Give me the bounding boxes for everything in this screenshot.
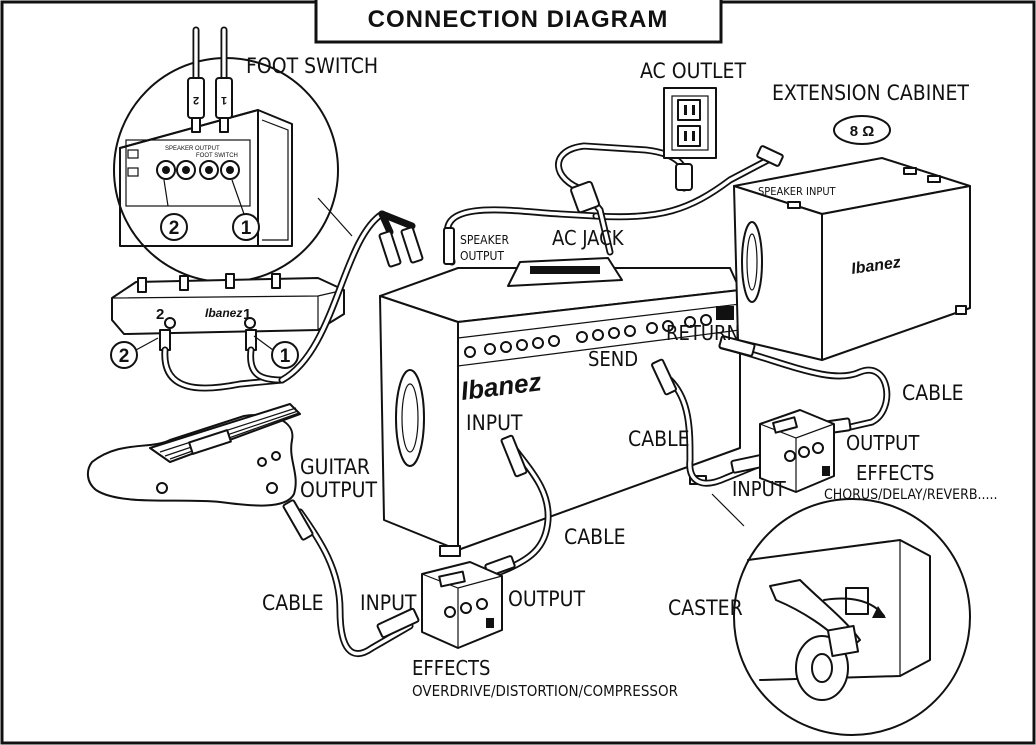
- extension-cabinet-label: EXTENSION CABINET: [772, 81, 969, 105]
- effects-top-title: EFFECTS: [856, 461, 934, 485]
- output-effects-bottom-label: OUTPUT: [508, 587, 585, 611]
- caster-zoom-line: [711, 493, 745, 527]
- ac-outlet-label: AC OUTLET: [640, 59, 746, 83]
- ac-jack-label: AC JACK: [552, 226, 625, 250]
- amp-knobs: [464, 306, 734, 358]
- guitar-cable: [282, 499, 420, 658]
- foot-switch-detail-circle: SPEAKER OUTPUT FOOT SWITCH 2 1 2 1: [113, 26, 339, 283]
- pedal-number-1: 1: [280, 346, 291, 367]
- detail-number-2: 2: [169, 218, 180, 239]
- foot-switch-pedal: Ibanez 2 1 2 1: [110, 210, 386, 392]
- pedal-brand: Ibanez: [205, 306, 242, 320]
- cable-amp-input-label: CABLE: [564, 525, 626, 549]
- return-label: RETURN: [666, 321, 740, 345]
- cable-return-label: CABLE: [902, 381, 964, 405]
- guitar-output-label-line2: OUTPUT: [300, 478, 377, 502]
- effects-pedal-top: [759, 409, 835, 493]
- amplifier: Ibanez: [379, 257, 741, 557]
- speaker-output-cable: [443, 145, 784, 266]
- pedal-jack-1-label: 1: [243, 306, 251, 323]
- detail-zoom-line: [317, 197, 353, 237]
- plug-2-marker: 2: [193, 94, 199, 106]
- panel-foot-switch-label: FOOT SWITCH: [196, 153, 238, 159]
- amp-input-cable: [484, 434, 552, 577]
- electric-guitar: [86, 403, 301, 507]
- fx-loop-cables: [651, 335, 891, 487]
- effects-bottom-title: EFFECTS: [412, 656, 490, 680]
- panel-speaker-output-label: SPEAKER OUTPUT: [165, 146, 220, 152]
- speaker-output-label-line1: SPEAKER: [460, 233, 509, 247]
- plug-1-marker: 1: [221, 94, 227, 106]
- impedance-badge: 8 Ω: [833, 115, 891, 145]
- detail-number-1: 1: [241, 218, 252, 239]
- send-label: SEND: [588, 347, 638, 371]
- speaker-input-label: SPEAKER INPUT: [758, 185, 837, 198]
- guitar-output-label-line1: GUITAR: [300, 455, 370, 479]
- foot-switch-label: FOOT SWITCH: [246, 54, 378, 78]
- ac-power-cord: [555, 142, 693, 256]
- cable-send-label: CABLE: [628, 427, 690, 451]
- input-effects-top-label: INPUT: [732, 477, 787, 501]
- pedal-jack-2-label: 2: [156, 306, 164, 323]
- effects-pedal-bottom: [421, 561, 503, 649]
- diagram-title: CONNECTION DIAGRAM: [368, 6, 669, 33]
- pedal-number-2: 2: [119, 346, 130, 367]
- impedance-value: 8 Ω: [850, 123, 875, 140]
- effects-bottom-types: OVERDRIVE/DISTORTION/COMPRESSOR: [412, 682, 678, 700]
- extension-cabinet: Ibanez: [733, 157, 971, 361]
- input-amp-label: INPUT: [466, 411, 523, 435]
- cable-guitar-label: CABLE: [262, 591, 324, 615]
- foot-switch-split-plugs: [378, 210, 424, 268]
- title-box: CONNECTION DIAGRAM: [314, 0, 723, 44]
- cabinet-brand: Ibanez: [850, 254, 902, 278]
- caster-detail-circle: [733, 498, 971, 736]
- speaker-output-label-line2: OUTPUT: [460, 249, 504, 263]
- ac-outlet: [663, 87, 717, 159]
- output-effects-top-label: OUTPUT: [846, 431, 920, 455]
- caster-label: CASTER: [668, 596, 743, 620]
